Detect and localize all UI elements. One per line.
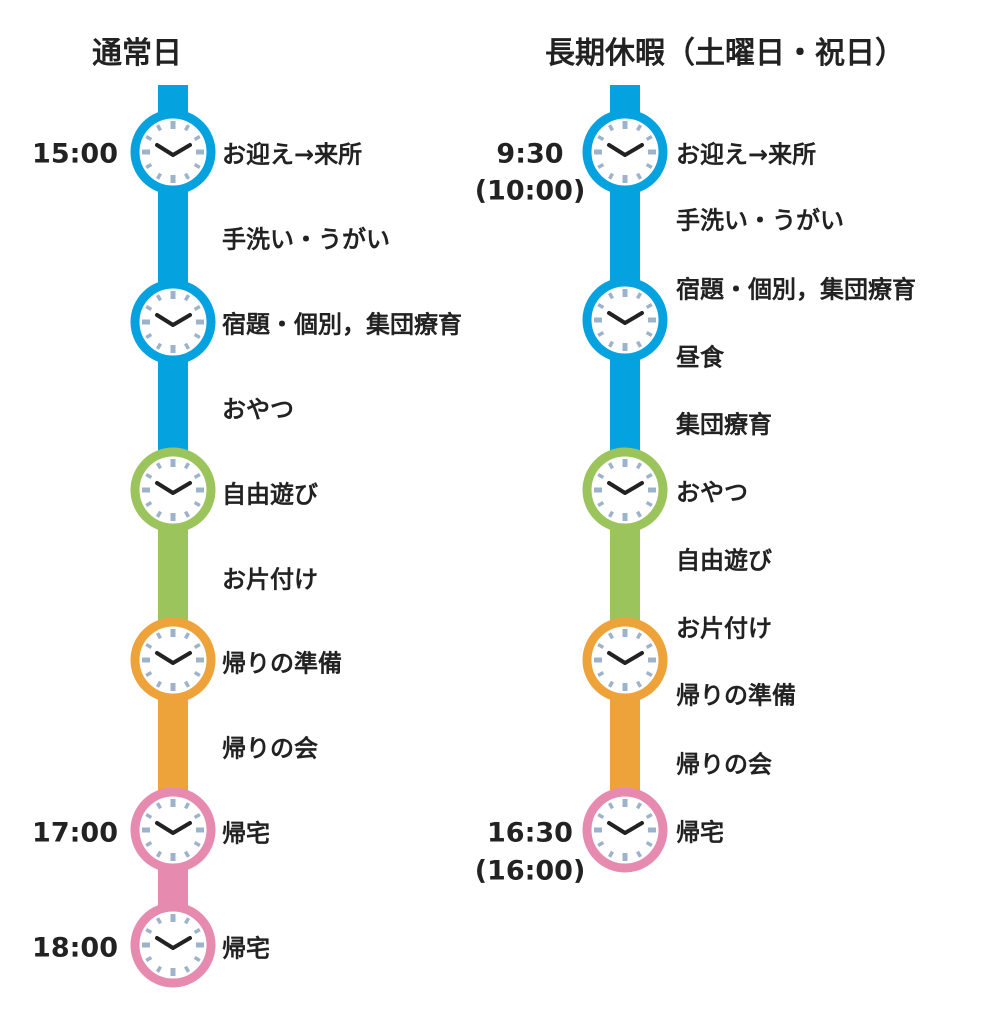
weekday-time: 18:00 — [32, 932, 118, 964]
holiday-label: 昼食 — [676, 343, 724, 372]
holiday-label: お片付け — [676, 614, 772, 643]
holiday-label: 宿題・個別，集団療育 — [676, 275, 916, 304]
clock-icon — [130, 617, 216, 703]
holiday-label: おやつ — [676, 478, 748, 507]
holiday-time: (10:00) — [474, 175, 586, 207]
weekday-label: お迎え→来所 — [222, 140, 363, 169]
clock-icon — [130, 787, 216, 873]
holiday-time: (16:00) — [474, 855, 586, 887]
clock-icon — [582, 787, 668, 873]
weekday-label: 帰宅 — [222, 934, 270, 963]
holiday-label: 帰りの準備 — [676, 681, 796, 710]
clock-icon — [130, 902, 216, 988]
clock-icon — [582, 447, 668, 533]
clock-icon — [582, 277, 668, 363]
clock-icon — [130, 279, 216, 365]
holiday-time: 9:30 — [496, 138, 564, 170]
weekday-label: 手洗い・うがい — [222, 225, 390, 254]
weekday-title: 通常日 — [92, 36, 182, 71]
weekday-label: 帰宅 — [222, 819, 270, 848]
holiday-label: お迎え→来所 — [676, 140, 817, 169]
weekday-time: 17:00 — [32, 817, 118, 849]
weekday-label: 自由遊び — [222, 480, 318, 509]
holiday-label: 帰宅 — [676, 818, 724, 847]
weekday-label: お片付け — [222, 565, 318, 594]
holiday-label: 自由遊び — [676, 546, 772, 575]
holiday-label: 集団療育 — [676, 410, 772, 439]
holiday-label: 手洗い・うがい — [676, 206, 844, 235]
weekday-label: 宿題・個別，集団療育 — [222, 310, 462, 339]
holiday-time: 16:30 — [487, 817, 573, 849]
weekday-time: 15:00 — [32, 138, 118, 170]
weekday-label: 帰りの会 — [222, 734, 318, 763]
weekday-label: 帰りの準備 — [222, 649, 342, 678]
clock-icon — [130, 109, 216, 195]
holiday-title: 長期休暇（土曜日・祝日） — [545, 36, 905, 71]
holiday-label: 帰りの会 — [676, 750, 772, 779]
clock-icon — [582, 109, 668, 195]
clock-icon — [130, 447, 216, 533]
clock-icon — [582, 617, 668, 703]
weekday-label: おやつ — [222, 395, 294, 424]
